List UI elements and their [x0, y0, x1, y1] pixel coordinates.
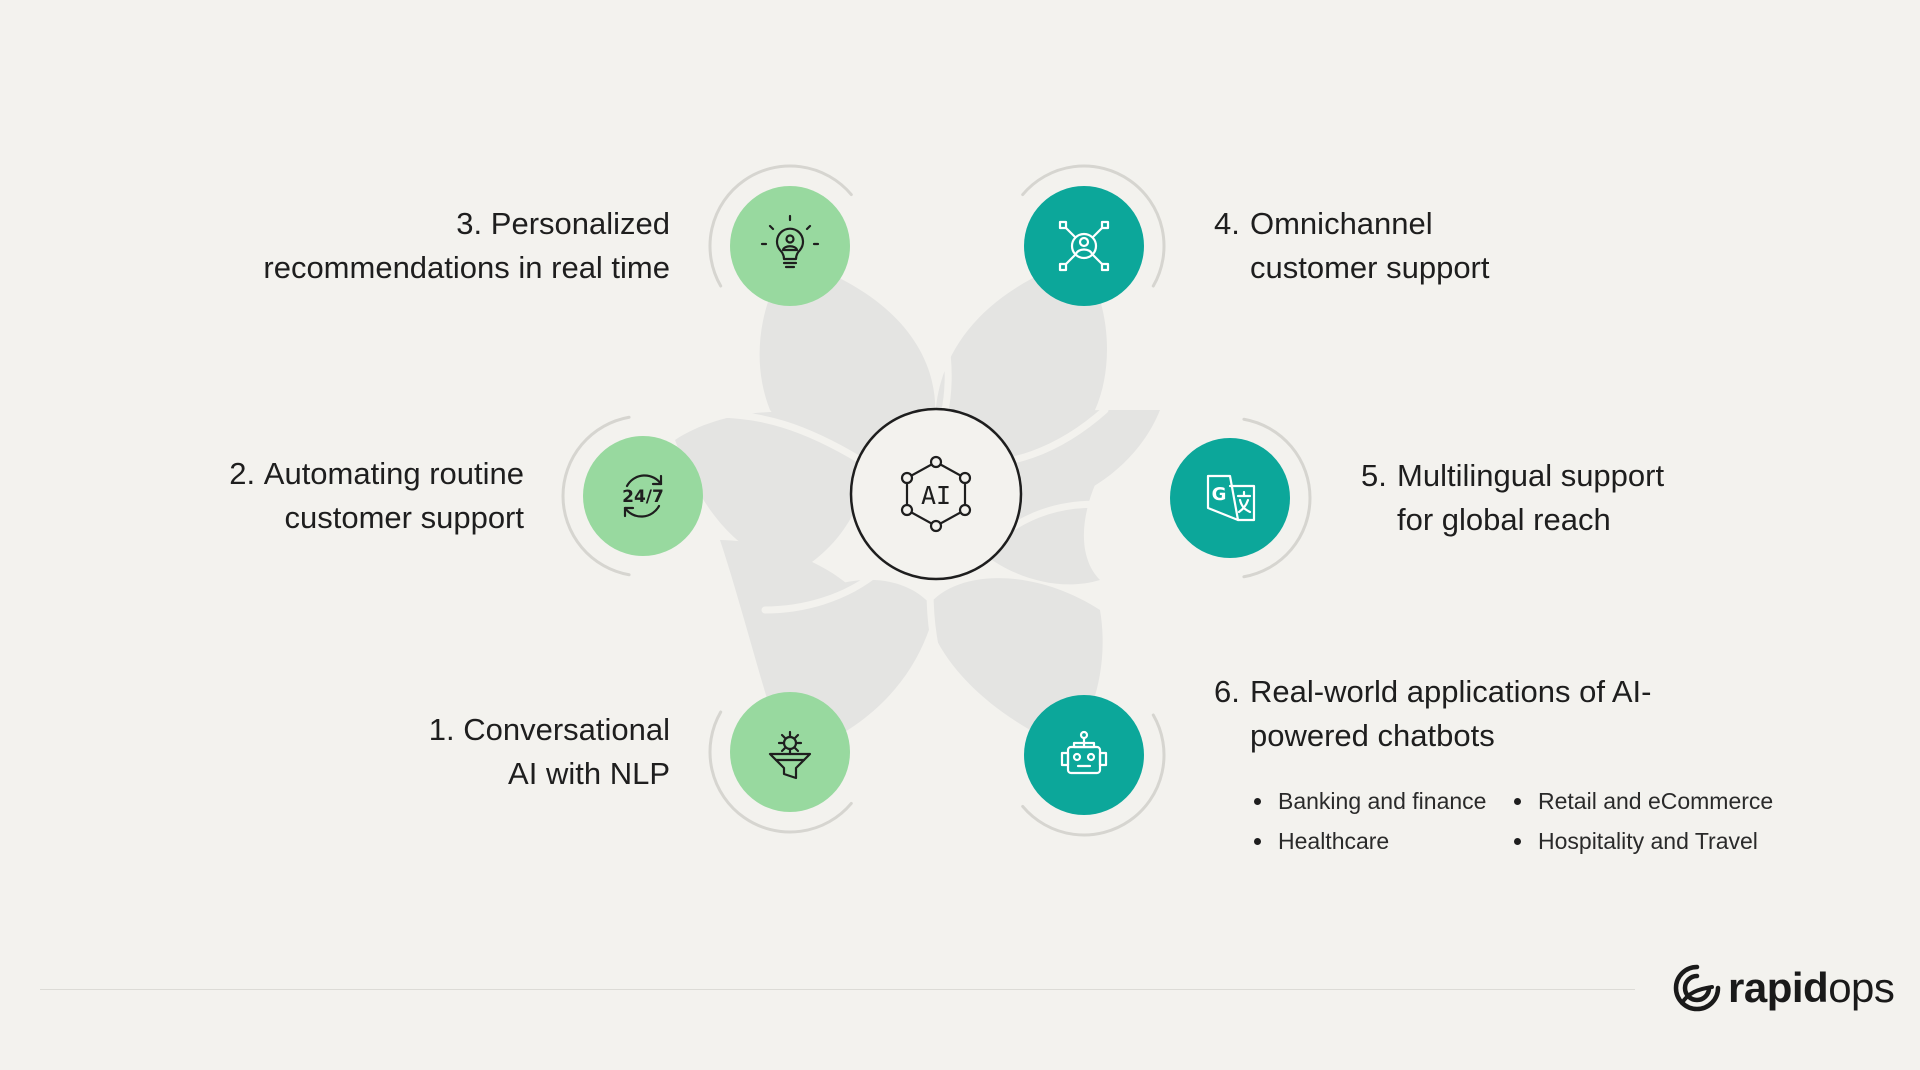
- robot-icon: [1060, 730, 1108, 775]
- label-item-2: 2. Automating routine customer support: [229, 452, 524, 540]
- translate-icon: G: [1206, 474, 1256, 522]
- applications-list: Banking and finance Retail and eCommerce…: [1250, 786, 1810, 856]
- item-title-line1: Personalized: [490, 206, 670, 241]
- node-ring: [1242, 417, 1312, 579]
- node-5: G: [1170, 417, 1312, 579]
- node-ring: [708, 164, 853, 288]
- item-number: 1.: [428, 712, 455, 747]
- label-item-3: 3. Personalized recommendations in real …: [263, 202, 670, 290]
- item-number: 5.: [1361, 458, 1387, 493]
- list-item: Healthcare: [1250, 826, 1510, 856]
- node-4: [1021, 164, 1166, 306]
- brand-name-bold: rapid: [1728, 964, 1829, 1011]
- svg-text:G: G: [1212, 484, 1227, 505]
- list-item: Retail and eCommerce: [1510, 786, 1810, 816]
- item-title-line1: Conversational: [463, 712, 670, 747]
- brand-logo: rapidops: [1672, 960, 1895, 1016]
- nodes-layer: 24/7 G: [561, 164, 1312, 837]
- footer-divider: [40, 989, 1635, 990]
- item-title-line2: recommendations in real time: [263, 250, 670, 285]
- petal-top-right: [935, 258, 1107, 452]
- node-circle: [1170, 438, 1290, 558]
- center-node: AI: [849, 407, 1023, 581]
- node-ring: [561, 415, 631, 577]
- node-ring: [708, 710, 853, 834]
- node-ring: [1021, 713, 1166, 837]
- petal-top-left: [759, 258, 936, 446]
- item-number: 2.: [229, 456, 256, 491]
- item-title-line2: customer support: [1250, 250, 1490, 285]
- node-circle: [583, 436, 703, 556]
- list-item: Banking and finance: [1250, 786, 1510, 816]
- item-number: 6.: [1214, 674, 1240, 709]
- label-item-4: 4. Omnichannel customer support: [1214, 202, 1490, 290]
- node-3: [708, 164, 853, 306]
- petal-right-lower: [960, 410, 1160, 585]
- item-title-line2: AI with NLP: [508, 756, 670, 791]
- item-title-line1: Real-world applications of AI-: [1250, 674, 1652, 709]
- funnel-gear-icon: [768, 730, 812, 780]
- list-item: Hospitality and Travel: [1510, 826, 1810, 856]
- item-title-line1: Multilingual support: [1397, 458, 1665, 493]
- svg-text:24/7: 24/7: [622, 487, 664, 507]
- brand-name-light: ops: [1828, 964, 1895, 1011]
- lightbulb-person-icon: [760, 214, 820, 269]
- item-title-line1: Omnichannel: [1250, 206, 1433, 241]
- node-2: 24/7: [561, 415, 703, 577]
- label-item-5: 5. Multilingual support for global reach: [1361, 454, 1664, 542]
- item-number: 4.: [1214, 206, 1240, 241]
- item-title-line2: customer support: [284, 500, 525, 535]
- center-text: AI: [921, 481, 951, 510]
- petal-left-lower: [720, 540, 870, 740]
- petal-left: [675, 411, 867, 570]
- label-item-1: 1. Conversational AI with NLP: [429, 708, 670, 796]
- item-title-line2: for global reach: [1397, 502, 1611, 537]
- node-6: [1021, 695, 1166, 837]
- person-network-icon: [1058, 220, 1110, 272]
- label-item-6: 6. Real-world applications of AI- powered…: [1214, 670, 1651, 758]
- rapidops-logo-icon: [1673, 964, 1721, 1012]
- node-circle: [1024, 695, 1144, 815]
- clock-24-7-icon: 24/7: [622, 474, 664, 518]
- ai-chip-icon: [900, 455, 972, 533]
- item-title-line1: Automating routine: [263, 456, 524, 491]
- node-1: [708, 692, 853, 834]
- node-ring: [1021, 164, 1166, 288]
- item-title-line2: powered chatbots: [1250, 718, 1495, 753]
- item-number: 3.: [456, 206, 483, 241]
